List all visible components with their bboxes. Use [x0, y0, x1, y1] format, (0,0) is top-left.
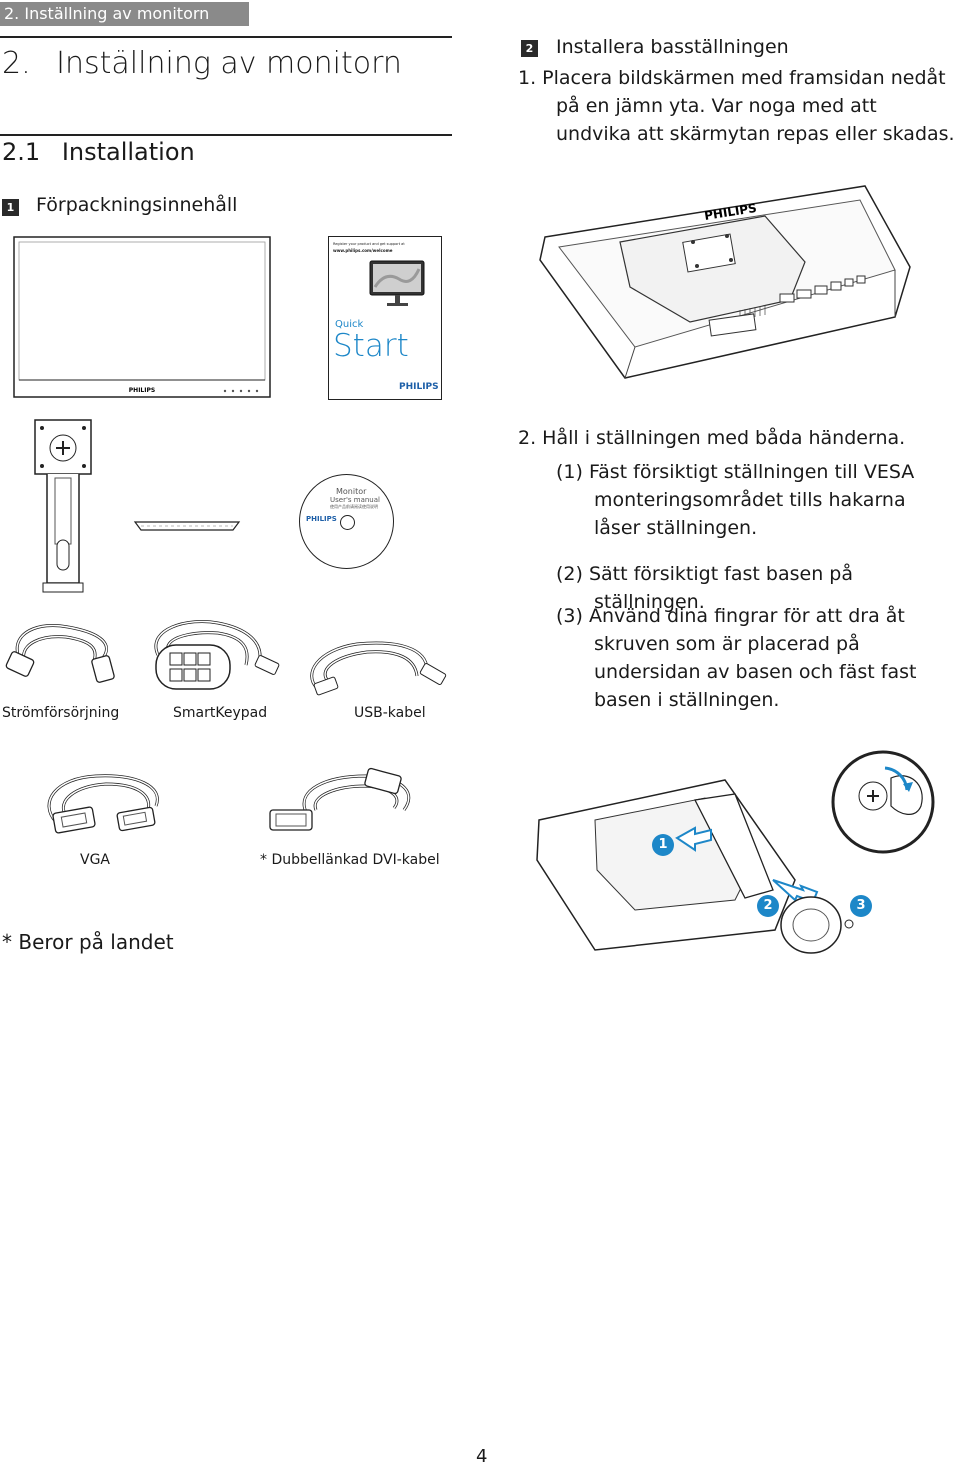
step2-sub2: (2) Sätt försiktigt fast basen på ställn… — [556, 563, 853, 613]
dvi-cable-illustration — [269, 767, 411, 831]
qs-monitor-photo — [369, 260, 425, 306]
stand-attach-illustration — [536, 750, 935, 954]
quick-start-booklet: Register your product and get support at… — [328, 236, 442, 400]
step1-text: 1. Placera bildskärmen med framsidan ned… — [518, 67, 955, 145]
qs-register-text: Register your product and get support at — [333, 242, 405, 246]
subtitle: 2.1 Installation — [2, 138, 195, 166]
step2-sub3: (3) Använd dina fingrar för att dra åt s… — [556, 605, 917, 711]
monitor-front-illustration: PHILIPS — [13, 236, 271, 398]
caption-power: Strömförsörjning — [2, 705, 120, 721]
cd-line1: Monitor — [336, 487, 367, 496]
section2-heading: Installera basställningen — [556, 36, 789, 58]
qs-brand: PHILIPS — [399, 382, 439, 392]
caption-keypad: SmartKeypad — [173, 705, 268, 721]
cd-brand: PHILIPS — [306, 515, 337, 523]
subtitle-rule — [0, 134, 452, 136]
callout-3: 3 — [850, 895, 872, 917]
power-cord-illustration — [5, 623, 115, 683]
section1-heading: Förpackningsinnehåll — [36, 194, 238, 216]
callout-2: 2 — [757, 895, 779, 917]
subtitle-number: 2.1 — [2, 138, 41, 166]
cd-line2: User's manual — [330, 496, 380, 504]
step2-text: 2. Håll i ställningen med båda händerna. — [518, 427, 906, 449]
monitor-back-illustration: PHILIPS — [539, 185, 911, 379]
title-top-rule — [0, 36, 452, 38]
stand-illustration — [34, 419, 92, 593]
section1-badge: 1 — [2, 199, 19, 216]
cd-illustration: Monitor User's manual 使用产品前请阅读使用说明 PHILI… — [299, 474, 394, 569]
monitor-brand: PHILIPS — [129, 387, 155, 394]
page-title: 2. Inställning av monitorn — [2, 46, 402, 81]
footnote: * Beror på landet — [2, 930, 174, 954]
qs-start: Start — [333, 328, 409, 364]
base-plate-illustration — [133, 521, 241, 531]
title-number: 2. — [2, 46, 31, 81]
qs-quick: Quick — [335, 319, 364, 330]
page-number: 4 — [476, 1446, 488, 1467]
cd-hole — [340, 515, 355, 530]
callout-1: 1 — [652, 834, 674, 856]
subtitle-text: Installation — [61, 138, 195, 166]
running-header: 2. Inställning av monitorn — [0, 2, 249, 26]
cd-line3: 使用产品前请阅读使用说明 — [330, 504, 378, 509]
vga-cable-illustration — [47, 774, 159, 834]
caption-dvi: * Dubbellänkad DVI-kabel — [260, 852, 440, 868]
qs-url: www.philips.com/welcome — [333, 248, 393, 253]
caption-usb: USB-kabel — [354, 705, 426, 721]
caption-vga: VGA — [80, 852, 111, 868]
usb-cable-illustration — [310, 641, 447, 696]
step2-sub1: (1) Fäst försiktigt ställningen till VES… — [556, 461, 915, 539]
title-text: Inställning av monitorn — [56, 46, 402, 81]
smartkeypad-illustration — [154, 619, 280, 690]
section2-badge: 2 — [521, 40, 538, 57]
